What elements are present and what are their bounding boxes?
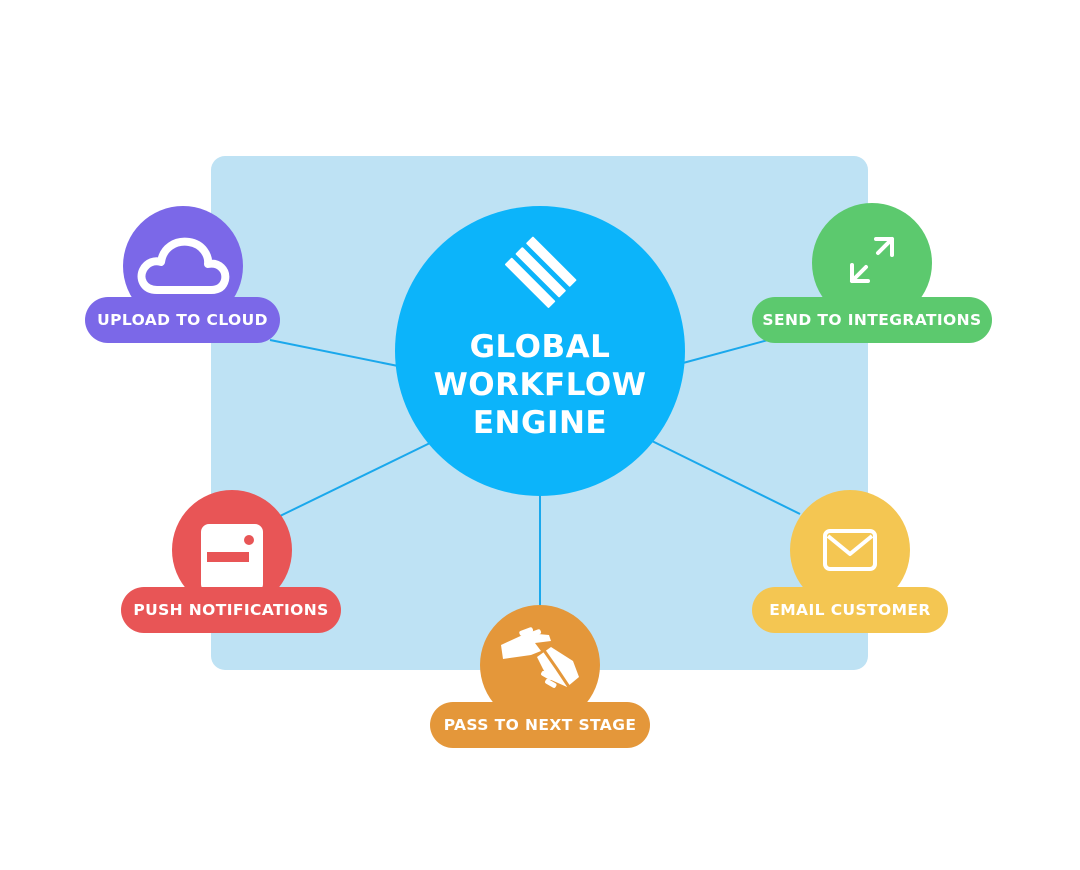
connector-integrations — [682, 339, 769, 364]
handoff-hands-icon — [501, 627, 579, 688]
hub-title-line: GLOBAL — [469, 329, 611, 365]
pass-to-next-stage-label: PASS TO NEXT STAGE — [430, 702, 650, 748]
hub-title: GLOBAL WORKFLOW ENGINE — [434, 328, 647, 442]
connector-upload — [269, 339, 399, 367]
upload-to-cloud-label: UPLOAD TO CLOUD — [85, 297, 280, 343]
hub-title-line: ENGINE — [472, 405, 608, 441]
expand-arrows-icon — [850, 237, 894, 283]
connector-email — [651, 440, 801, 515]
send-to-integrations-label: SEND TO INTEGRATIONS — [752, 297, 992, 343]
cloud-icon — [137, 237, 230, 294]
connector-push — [279, 442, 431, 517]
notification-device-icon — [201, 524, 263, 592]
workflow-engine-hub: GLOBAL WORKFLOW ENGINE — [395, 206, 685, 496]
stripes-logo-icon — [505, 236, 577, 308]
hub-title-line: WORKFLOW — [433, 367, 647, 403]
envelope-icon — [823, 529, 877, 571]
email-customer-label: EMAIL CUSTOMER — [752, 587, 948, 633]
push-notifications-label: PUSH NOTIFICATIONS — [121, 587, 341, 633]
